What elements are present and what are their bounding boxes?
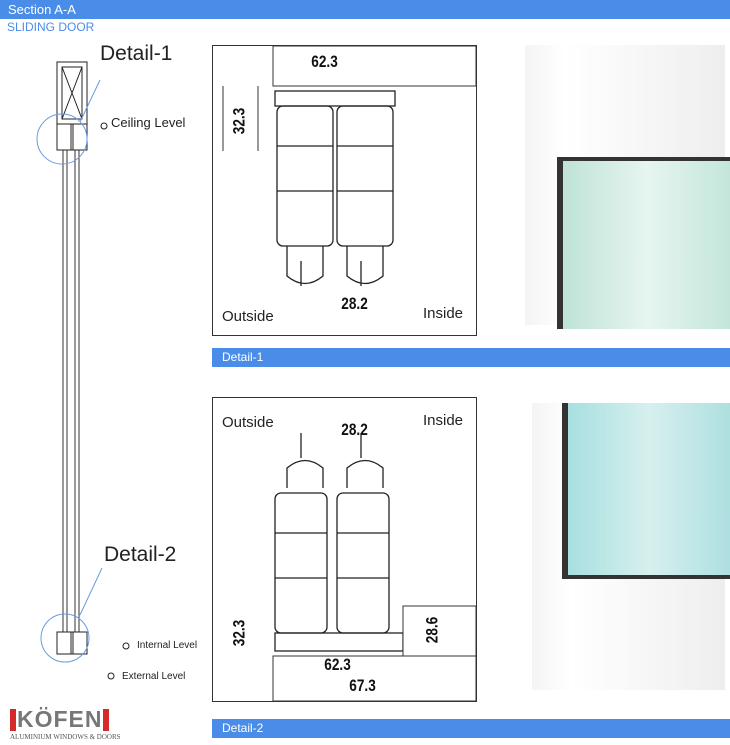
outside-label: Outside — [222, 414, 274, 431]
internal-level-label: Internal Level — [137, 640, 198, 651]
inside-label: Inside — [423, 412, 464, 429]
detail-1-photo — [525, 45, 730, 329]
elevation-drawing — [36, 61, 130, 680]
detail-2-drawing: Outside Inside 28.2 32.3 28.6 62.3 67.3 — [212, 397, 477, 702]
detail-2-photo — [532, 403, 730, 690]
dim-32-3: 32.3 — [229, 107, 249, 135]
dim-32-3: 32.3 — [229, 619, 249, 647]
dim-28-6: 28.6 — [422, 616, 442, 644]
section-subtitle: SLIDING DOOR — [7, 20, 95, 34]
logo-tagline: ALUMINIUM WINDOWS & DOORS — [10, 733, 121, 741]
section-header: Section A-A — [0, 0, 730, 19]
detail-2-callout: Detail-2 — [104, 543, 177, 566]
ceiling-level-label: Ceiling Level — [111, 115, 186, 130]
inside-label: Inside — [423, 305, 464, 322]
logo-name: KÖFEN — [17, 706, 103, 732]
dim-62-3: 62.3 — [311, 52, 338, 71]
detail-2-bar: Detail-2 — [212, 719, 730, 738]
detail-1-drawing: 62.3 32.3 28.2 Outside Inside — [212, 45, 477, 336]
external-level-label: External Level — [122, 671, 186, 682]
kofen-logo: KÖFEN ALUMINIUM WINDOWS & DOORS — [10, 706, 121, 741]
dim-67-3: 67.3 — [349, 676, 376, 695]
detail-1-bar: Detail-1 — [212, 348, 730, 367]
detail-1-profile — [222, 45, 477, 286]
detail-1-callout: Detail-1 — [100, 42, 173, 65]
dim-28-2: 28.2 — [341, 294, 368, 313]
dim-28-2: 28.2 — [341, 420, 368, 439]
detail-2-profile — [272, 433, 477, 702]
outside-label: Outside — [222, 308, 274, 325]
dim-62-3: 62.3 — [324, 655, 351, 674]
